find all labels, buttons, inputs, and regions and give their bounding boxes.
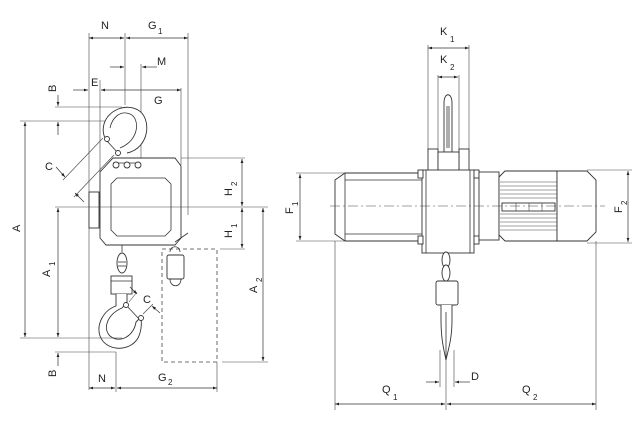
side-view: N G 1 M E G B C: [11, 20, 268, 392]
bottom-block: [435, 280, 459, 306]
flange-bolt: [417, 235, 424, 245]
gearbox: [334, 172, 426, 242]
motor-cooling-fins: [500, 181, 557, 231]
label-a2-base: A: [248, 285, 260, 293]
label-q1-sub: 1: [393, 393, 398, 402]
dim-c-bottom-a: [129, 286, 138, 295]
label-a1-base: A: [41, 269, 53, 277]
label-m: M: [157, 56, 166, 68]
housing-lip: [174, 232, 189, 243]
label-h2-sub: 2: [230, 181, 239, 186]
side-plate: [88, 191, 100, 229]
label-k2: K: [440, 54, 448, 66]
suspension-eye: [443, 94, 453, 153]
label-a2: A 2: [248, 277, 264, 293]
bolt: [123, 161, 131, 169]
label-f2-base: F: [613, 206, 625, 213]
bracket-bridge: [437, 151, 460, 172]
label-f1-sub: 1: [291, 201, 300, 206]
label-d: D: [471, 371, 479, 383]
extension-c-top-1: [62, 137, 104, 181]
housing-window: [110, 177, 172, 237]
motor-terminal-strip: [501, 202, 556, 212]
extension-c-top-2: [73, 154, 115, 198]
flange-bolt: [473, 235, 480, 245]
extension-c-bottom-2: [142, 303, 154, 315]
label-q1: Q: [382, 384, 391, 396]
label-g1-sub: 1: [158, 27, 163, 36]
label-e: E: [91, 77, 98, 89]
label-h1-base: H: [223, 230, 235, 238]
label-c-bottom: C: [143, 294, 151, 306]
label-q2-sub: 2: [533, 393, 538, 402]
bolt: [112, 161, 120, 169]
label-k1: K: [440, 26, 448, 38]
label-h2-base: H: [223, 188, 235, 196]
label-k1-sub: 1: [450, 35, 455, 44]
label-f1: F 1: [284, 201, 300, 214]
label-h1: H 1: [223, 223, 239, 238]
label-a: A: [11, 224, 23, 232]
latch-pin-bottom: [115, 150, 121, 156]
label-a2-sub: 2: [255, 277, 264, 282]
control-pendant: [166, 254, 185, 280]
central-housing: [421, 169, 475, 254]
label-q2: Q: [522, 384, 531, 396]
chain-swivel: [116, 252, 128, 274]
hook-block: [110, 275, 133, 295]
label-g1: G: [148, 20, 157, 32]
bracket-left: [427, 148, 439, 172]
bracket-right: [458, 148, 470, 172]
top-hook-inner: [109, 112, 137, 149]
label-a1-sub: 1: [48, 261, 57, 266]
label-k2-sub: 2: [450, 63, 455, 72]
label-g2: G: [158, 372, 167, 384]
label-c-top: C: [45, 161, 53, 173]
label-a1: A 1: [41, 261, 57, 277]
label-b-bottom: B: [47, 370, 59, 377]
motor-fan-cover: [556, 170, 597, 242]
dim-c-top-b: [74, 192, 85, 203]
dim-c-top-a: [55, 166, 66, 178]
latch-pin-top: [104, 136, 110, 142]
dim-c-bottom-b: [151, 305, 161, 314]
label-n-top: N: [101, 20, 109, 32]
chain-link: [441, 264, 451, 282]
label-g: G: [154, 95, 163, 107]
bolt: [134, 161, 142, 169]
label-h1-sub: 1: [230, 223, 239, 228]
label-f2-sub: 2: [620, 200, 629, 205]
label-n-bottom: N: [98, 373, 106, 385]
bottom-hook-latch: [125, 304, 141, 321]
flange-bolt: [417, 169, 424, 179]
label-f1-base: F: [284, 207, 296, 214]
label-f2: F 2: [613, 200, 629, 213]
flange-bolt: [473, 169, 480, 179]
latch-pin: [138, 315, 144, 321]
pendant-loop: [169, 278, 182, 287]
label-b-top: B: [47, 85, 59, 92]
label-h2: H 2: [223, 181, 239, 196]
label-g2-sub: 2: [168, 378, 173, 387]
hook-side-view: [440, 305, 453, 361]
latch-pin: [123, 302, 129, 308]
bottom-hook: [98, 294, 142, 349]
pendant-hanger: [169, 246, 181, 253]
front-view: K 1 K 2: [284, 26, 632, 410]
top-hook: [102, 106, 148, 154]
